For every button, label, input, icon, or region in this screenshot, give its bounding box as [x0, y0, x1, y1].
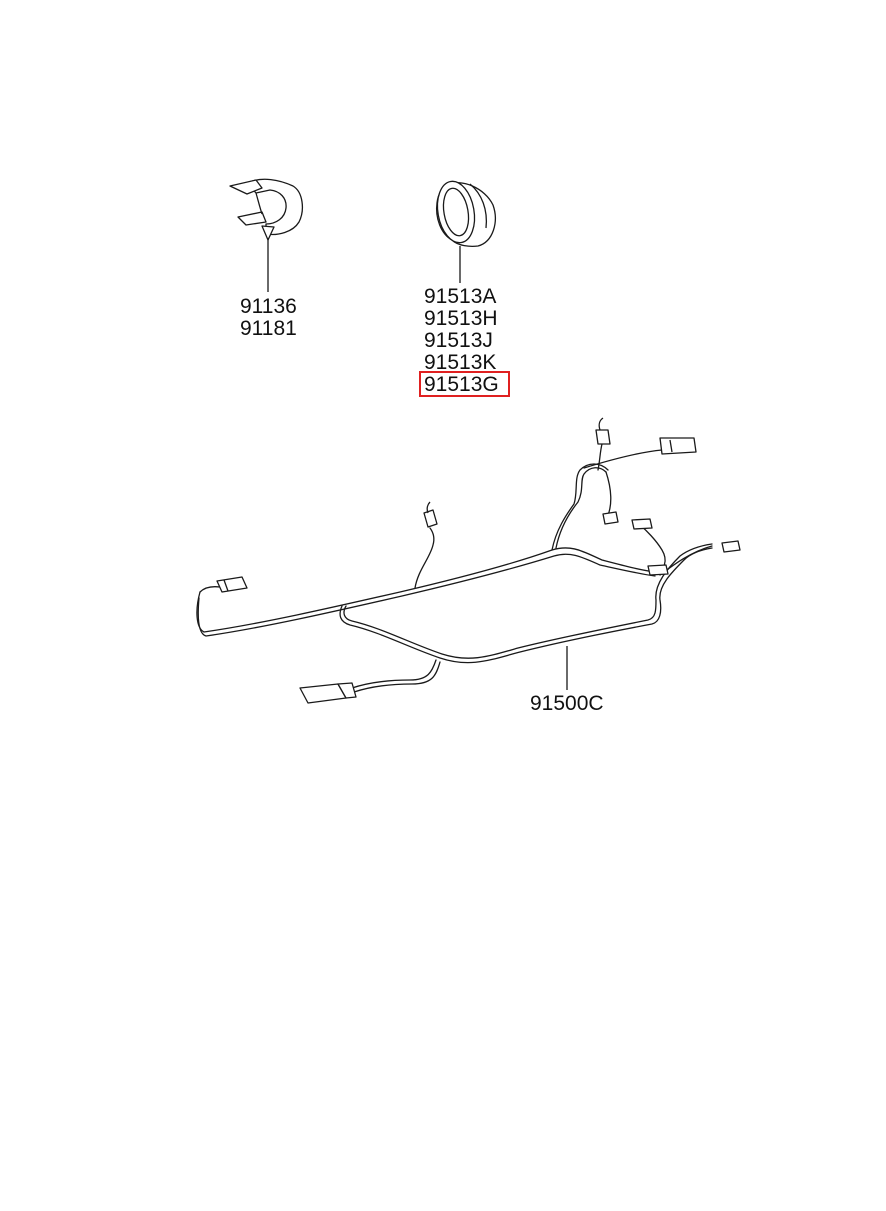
part-number-91513k[interactable]: 91513K	[424, 351, 497, 374]
part-number-91181[interactable]: 91181	[240, 317, 297, 340]
part-number-91500c[interactable]: 91500C	[530, 692, 604, 715]
part-number-91513g[interactable]: 91513G	[424, 373, 499, 396]
part-number-91513a[interactable]: 91513A	[424, 285, 497, 308]
part-number-91513j[interactable]: 91513J	[424, 329, 493, 352]
wiring-harness-icon[interactable]	[196, 417, 741, 704]
part-number-91136[interactable]: 91136	[240, 295, 297, 318]
part-number-91513h[interactable]: 91513H	[424, 307, 498, 330]
clip-icon[interactable]	[229, 178, 304, 241]
grommet-icon[interactable]	[433, 178, 496, 247]
